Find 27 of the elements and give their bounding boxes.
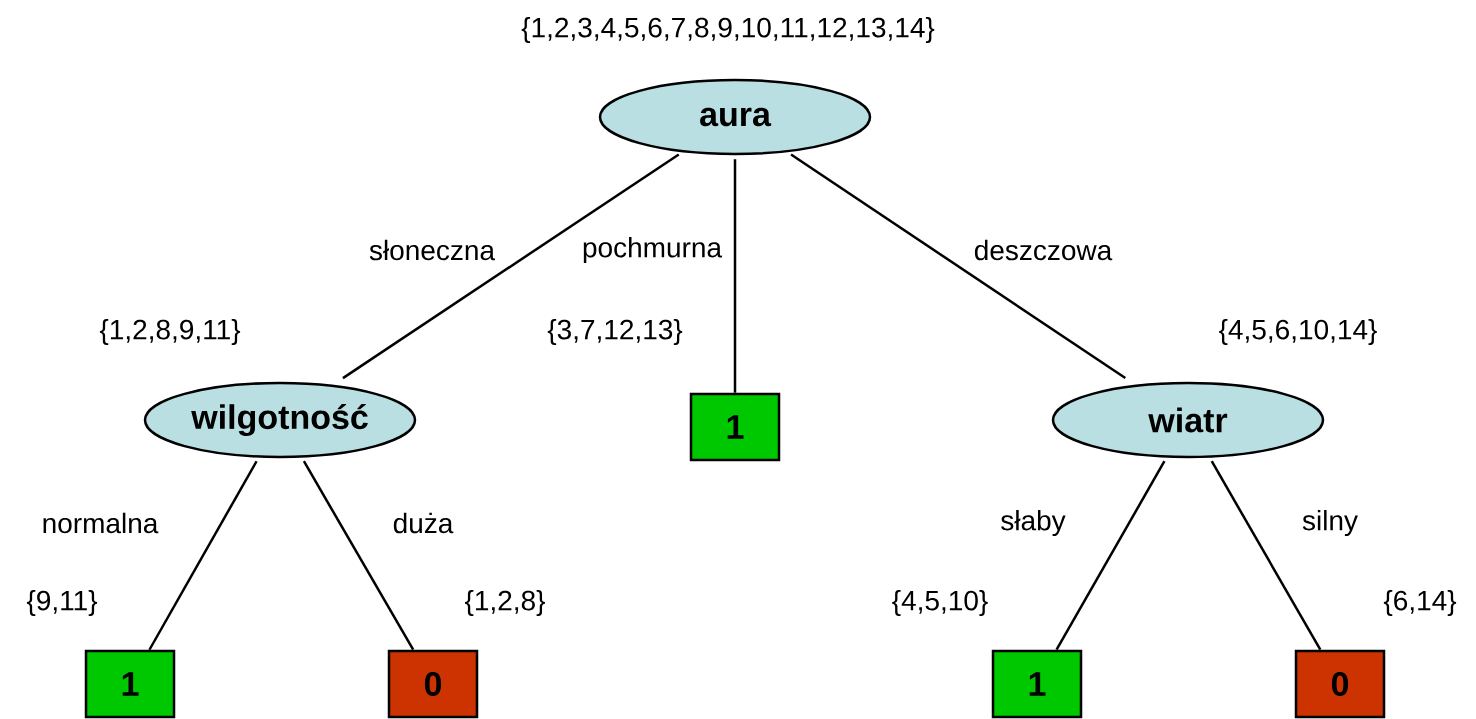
edge-label: pochmurna (579, 234, 725, 266)
leaf-box: 0 (387, 649, 479, 719)
subset-label: {4,5,10} (892, 589, 988, 617)
leaf-box: 1 (84, 649, 176, 719)
subset-label: {1,2,8} (465, 589, 545, 617)
edge-label: normalna (39, 510, 161, 536)
subset-label: {6,14} (1383, 589, 1457, 617)
branch-line (1055, 460, 1166, 651)
subset-label: {1,2,8,9,11} (99, 318, 241, 346)
subset-label: {4,5,6,10,14} (1219, 318, 1377, 346)
subset-label: {3,7,12,13} (547, 318, 683, 346)
leaf-box: 0 (1294, 649, 1386, 719)
edge-label: deszczowa (971, 237, 1115, 263)
branch-line (790, 153, 1126, 380)
edge-label: silny (1300, 507, 1360, 539)
subset-label: {9,11} (26, 589, 98, 617)
subset-label: {1,2,3,4,5,6,7,8,9,10,11,12,13,14} (521, 16, 935, 44)
edge-label: słoneczna (366, 237, 498, 263)
leaf-box: 1 (991, 649, 1083, 719)
edge-label: duża (390, 510, 456, 536)
branch-line (1210, 460, 1322, 651)
edge-label: słaby (998, 507, 1068, 539)
leaf-box: 1 (689, 392, 781, 462)
branch-line (148, 460, 258, 651)
branch-line (342, 153, 680, 380)
branch-line (733, 159, 737, 393)
branch-line (302, 460, 415, 651)
